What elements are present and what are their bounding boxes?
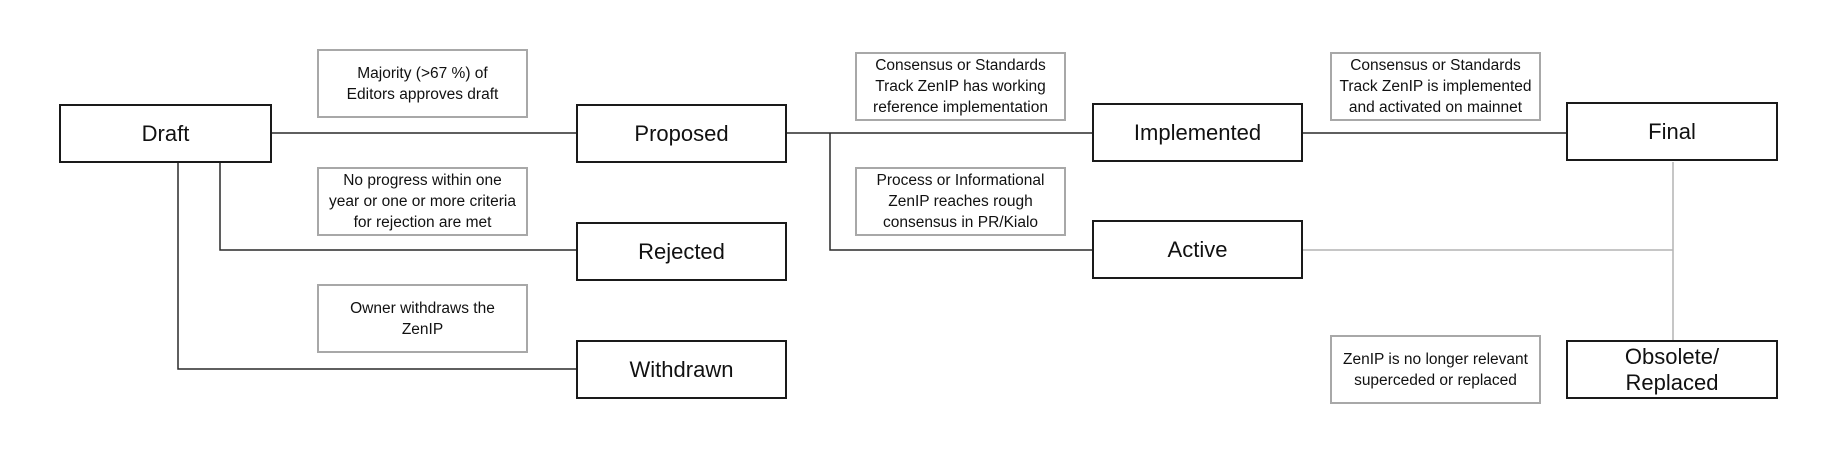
- state-final-label: Final: [1648, 118, 1696, 144]
- note-draft-to-withdrawn: Owner withdraws the ZenIP: [317, 284, 528, 353]
- note-draft-to-rejected: No progress within one year or one or mo…: [317, 167, 528, 236]
- note-draft-to-proposed: Majority (>67 %) of Editors approves dra…: [317, 49, 528, 118]
- note-draft-to-rejected-text: No progress within one year or one or mo…: [329, 172, 516, 231]
- state-obsolete-replaced: Obsolete/ Replaced: [1566, 340, 1778, 399]
- state-rejected-label: Rejected: [638, 238, 725, 264]
- note-implemented-to-final-text: Consensus or Standards Track ZenIP is im…: [1339, 57, 1532, 116]
- note-to-obsolete-text: ZenIP is no longer relevant superceded o…: [1343, 350, 1528, 389]
- state-active-label: Active: [1167, 236, 1228, 262]
- state-final: Final: [1566, 102, 1778, 161]
- state-withdrawn: Withdrawn: [576, 340, 787, 399]
- state-proposed: Proposed: [576, 104, 787, 163]
- edge-draft-withdrawn: [177, 162, 577, 370]
- note-proposed-to-active: Process or Informational ZenIP reaches r…: [855, 167, 1066, 236]
- state-implemented-label: Implemented: [1133, 119, 1262, 145]
- note-implemented-to-final: Consensus or Standards Track ZenIP is im…: [1330, 52, 1541, 121]
- state-proposed-label: Proposed: [634, 120, 729, 146]
- edge-draft-rejected: [219, 162, 577, 251]
- state-implemented: Implemented: [1092, 103, 1303, 162]
- state-draft-label: Draft: [141, 120, 190, 146]
- state-draft: Draft: [59, 104, 272, 163]
- state-obsolete-replaced-label: Obsolete/ Replaced: [1624, 343, 1720, 395]
- note-proposed-to-implemented: Consensus or Standards Track ZenIP has w…: [855, 52, 1066, 121]
- note-draft-to-withdrawn-text: Owner withdraws the ZenIP: [350, 299, 495, 338]
- note-proposed-to-implemented-text: Consensus or Standards Track ZenIP has w…: [873, 57, 1048, 116]
- state-withdrawn-label: Withdrawn: [629, 356, 734, 382]
- state-rejected: Rejected: [576, 222, 787, 281]
- note-draft-to-proposed-text: Majority (>67 %) of Editors approves dra…: [346, 64, 499, 103]
- note-proposed-to-active-text: Process or Informational ZenIP reaches r…: [876, 172, 1045, 231]
- note-to-obsolete: ZenIP is no longer relevant superceded o…: [1330, 335, 1541, 404]
- edge-proposed-active: [829, 133, 1093, 251]
- state-active: Active: [1092, 220, 1303, 279]
